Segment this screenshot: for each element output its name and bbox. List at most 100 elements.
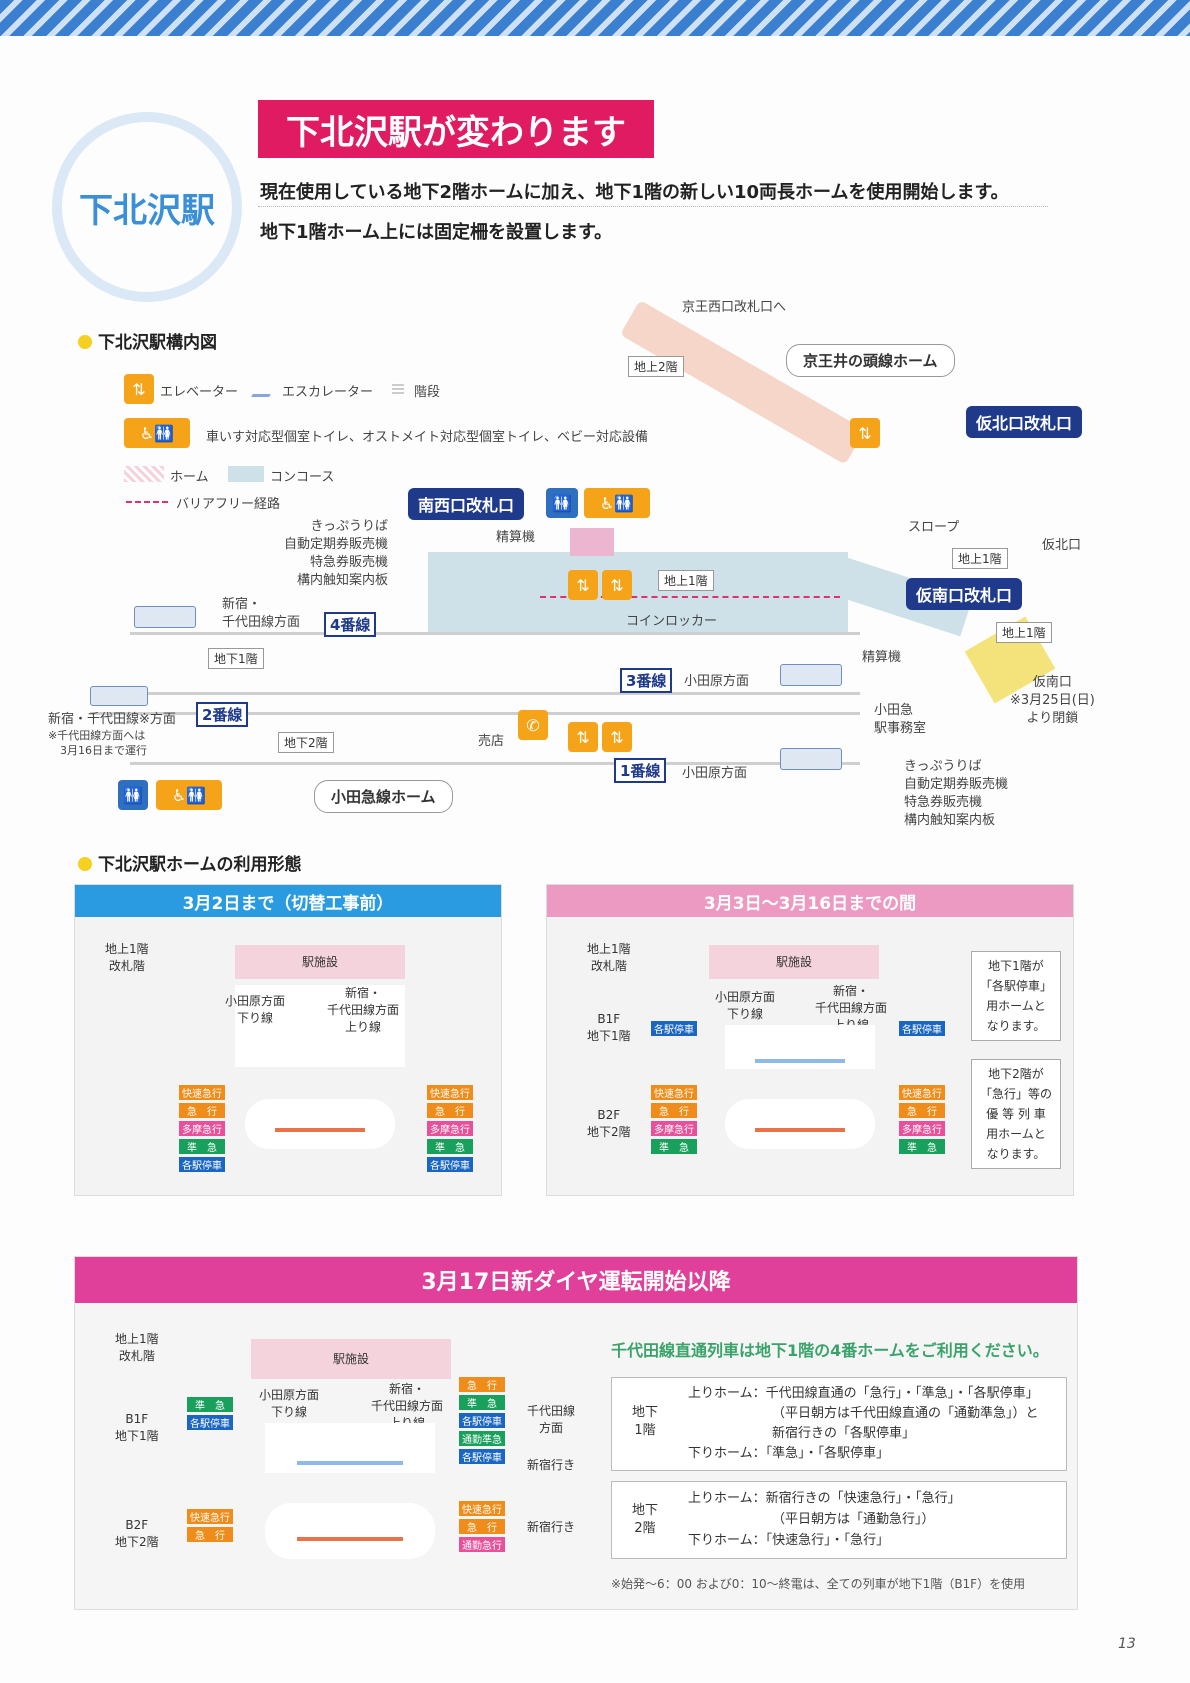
rail-track-4 [130, 632, 860, 635]
chiyoda-direction: 千代田線方面 [527, 1404, 576, 1435]
gate-kari-south: 仮南口改札口 [906, 578, 1023, 610]
chiyoda-headline: 千代田線直通列車は地下1階の4番ホームをご利用ください。 [611, 1341, 1049, 1360]
label-shop: 売店 [478, 734, 505, 749]
track-3: 3番線 [620, 668, 673, 693]
track-1: 1番線 [614, 758, 667, 783]
barrier-free-route [540, 596, 840, 598]
up-label: 新宿・千代田線方面上り線 [327, 986, 400, 1034]
floor-above1-b: 地上1階 [658, 570, 714, 591]
box2-lines: 上りホーム：新宿行きの「快速急行」・「急行」（平日朝方は「通勤急行」）下りホーム… [688, 1491, 961, 1548]
label-shinjuku-chiyoda: 新宿・千代田線方面 [222, 597, 301, 630]
label-odakyu-office: 小田急駅事務室 [874, 703, 927, 736]
floor-top: 地上1階改札階 [105, 942, 149, 973]
facility: 駅施設 [251, 1339, 451, 1379]
train-icon [134, 606, 196, 628]
intro-line-1: 現在使用している地下2階ホームに加え、地下1階の新しい10両長ホームを使用開始し… [260, 182, 1009, 203]
legend-escalator: エスカレーター [282, 385, 374, 400]
panel-after-header: 3月17日新ダイヤ運転開始以降 [75, 1257, 1077, 1303]
toilet-block [570, 528, 614, 556]
legend-stairs: 階段 [414, 385, 441, 400]
station-badge: 下北沢駅 [52, 112, 242, 302]
rail-track-2 [90, 712, 860, 715]
label-odawara-a: 小田原方面 [684, 674, 750, 689]
barrier-free-swatch [126, 501, 168, 503]
left-badges: 快速急行急 行多摩急行準 急各駅停車 [179, 1085, 225, 1175]
label-slope: スロープ [908, 520, 960, 535]
right-badges: 快速急行急 行多摩急行準 急 [899, 1085, 945, 1157]
right-badges: 快速急行急 行多摩急行準 急各駅停車 [427, 1085, 473, 1175]
intro-line-2: 地下1階ホーム上には固定柵を設置します。 [260, 222, 613, 243]
box1-lines: 上りホーム：千代田線直通の「急行」・「準急」・「各駅停車」（平日朝方は千代田線直… [688, 1386, 1039, 1461]
usage-section-title: 下北沢駅ホームの利用形態 [78, 850, 302, 875]
toilet-icon: 🚻 [118, 780, 148, 810]
b2-platform [275, 1128, 365, 1132]
panel-before: 3月2日まで（切替工事前） 地上1階改札階 駅施設 小田原方面下り線 新宿・千代… [74, 884, 502, 1196]
facility: 駅施設 [709, 945, 879, 979]
down-label: 小田原方面下り線 [259, 1388, 320, 1419]
floor-b1: 地下1階 [208, 648, 264, 669]
elevator-icon: ⇅ [124, 374, 154, 404]
panel-before-header: 3月2日まで（切替工事前） [75, 885, 501, 917]
label-kari-north-exit: 仮北口 [1042, 538, 1082, 553]
elevator-icon: ⇅ [602, 570, 632, 600]
legend-toilet: 車いす対応型個室トイレ、オストメイト対応型個室トイレ、ベビー対応設備 [206, 430, 649, 445]
note-b2: 地下2階が「急行」等の優 等 列 車用ホームとなります。 [971, 1059, 1061, 1169]
accessible-toilet-icon: ♿🚻 [584, 488, 650, 518]
left-badges: 快速急行急 行多摩急行準 急 [651, 1085, 697, 1157]
footnote: ※始発〜6：00 および0：10〜終電は、全ての列車が地下1階（B1F）を使用 [611, 1577, 1026, 1591]
escalator-icon [251, 380, 279, 397]
accessible-toilet-icon: ♿🚻 [124, 418, 190, 448]
down-label: 小田原方面下り線 [715, 990, 776, 1021]
panel-transition-header: 3月3日〜3月16日までの間 [547, 885, 1073, 917]
label-kari-south-exit: 仮南口※3月25日(日)より閉鎖 [1010, 675, 1095, 726]
label-seisanki-a: 精算機 [496, 530, 536, 545]
toilet-icon: 🚻 [546, 488, 578, 518]
legend-elevator: エレベーター [160, 385, 239, 400]
gate-southwest: 南西口改札口 [408, 488, 525, 520]
b1-left-badges: 準 急各駅停車 [187, 1397, 233, 1433]
b2-platform [297, 1537, 403, 1541]
b1-platform-area [265, 1423, 435, 1473]
b1-empty [235, 985, 405, 1067]
shinjuku-direction: 新宿行き [527, 1458, 576, 1472]
b1-badge-left: 各駅停車 [651, 1021, 697, 1036]
keio-home-label: 京王井の頭線ホーム [786, 344, 955, 377]
floor-top: 地上1階改札階 [587, 942, 631, 973]
label-seisanki-b: 精算機 [862, 650, 902, 665]
page-number: 13 [1118, 1636, 1136, 1652]
legend-concourse: コンコース [270, 470, 335, 485]
legend-barrier-free: バリアフリー経路 [176, 497, 281, 512]
down-label: 小田原方面下り線 [225, 994, 286, 1025]
note-b1: 地下1階が「各駅停車」用ホームとなります。 [971, 951, 1061, 1041]
b2-tunnel [265, 1503, 435, 1559]
accessible-toilet-icon: ♿🚻 [156, 780, 222, 810]
b2-left-badges: 快速急行急 行 [187, 1509, 233, 1545]
floor-b2: 地下2階 [278, 732, 334, 753]
odakyu-home-label: 小田急線ホーム [314, 780, 453, 813]
legend-home: ホーム [170, 470, 209, 485]
label-kippu-left: きっぷうりば自動定期券販売機特急券販売機構内触知案内板 [283, 519, 388, 588]
page-title: 下北沢駅が変わります [258, 100, 654, 158]
stairs-icon [392, 382, 404, 394]
divider [258, 206, 1048, 207]
label-keio-west: 京王西口改札口へ [682, 300, 787, 315]
concourse-area [428, 552, 848, 632]
gate-kari-north: 仮北口改札口 [966, 406, 1083, 438]
floor-above1-c: 地上1階 [996, 622, 1052, 643]
elevator-icon: ⇅ [602, 722, 632, 752]
label-coin-locker: コインロッカー [626, 614, 718, 629]
train-icon [90, 686, 148, 706]
elevator-icon: ⇅ [568, 570, 598, 600]
station-name: 下北沢駅 [79, 190, 215, 231]
home-swatch [124, 466, 164, 482]
b2-platform [755, 1128, 845, 1132]
